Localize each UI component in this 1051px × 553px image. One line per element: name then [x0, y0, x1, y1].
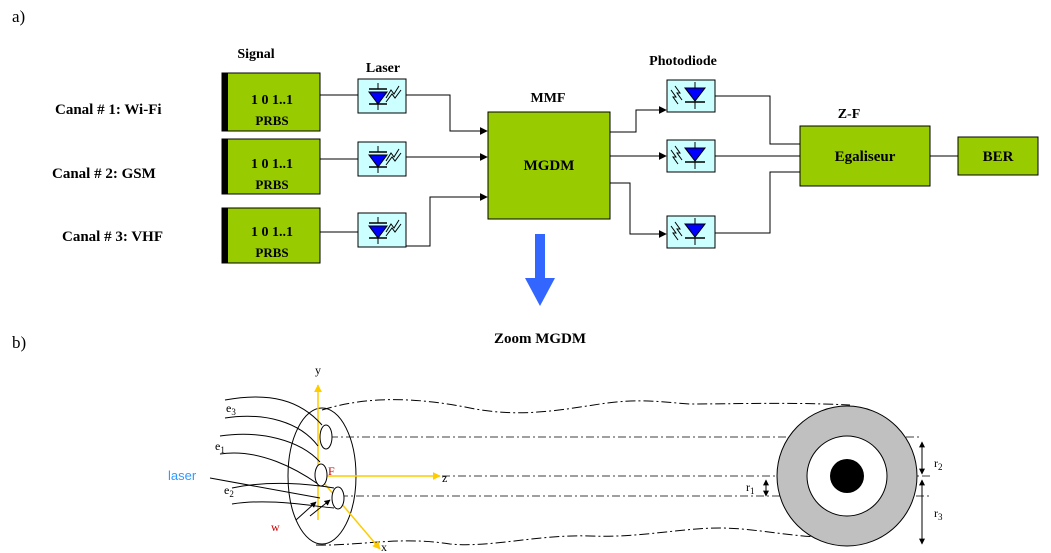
- photodiode-2-icon: [666, 139, 716, 173]
- prbs-3-bits: 1 0 1..1: [251, 225, 293, 240]
- fiber-e3-top: [224, 396, 323, 426]
- wire-diode1-eq: [715, 95, 800, 145]
- photodiode-1-icon: [666, 79, 716, 113]
- arrow-mgdm-diode3: [610, 182, 667, 238]
- photodiode-3-icon: [666, 215, 716, 249]
- x-axis: [317, 475, 381, 550]
- mgdm-block: MGDM: [487, 111, 611, 220]
- r1-label: r1: [746, 480, 755, 496]
- fiber-e3-end: [319, 424, 333, 450]
- panel-a-label: a): [12, 7, 25, 26]
- fiber-bottom-edge: [315, 527, 853, 546]
- arrow-laser1-mgdm: [406, 94, 488, 135]
- wire-diode3-eq: [715, 171, 800, 234]
- w-arrow: [295, 501, 317, 521]
- prbs-2-label: PRBS: [255, 177, 288, 192]
- y-axis-label: y: [315, 363, 321, 377]
- z-axis-label: z: [442, 471, 447, 485]
- laser-label-b: laser: [168, 468, 197, 483]
- prbs-1-label: PRBS: [255, 113, 288, 128]
- fiber-e1-bottom: [219, 452, 319, 485]
- mgdm-label: MGDM: [524, 158, 575, 174]
- fiber-top-edge: [321, 399, 851, 414]
- e3-label: e3: [226, 401, 236, 417]
- w-arrow-2: [309, 499, 331, 517]
- mmf-header: MMF: [531, 91, 566, 106]
- arrow-mgdm-diode1: [610, 106, 667, 133]
- channel-2-label: Canal # 2: GSM: [52, 166, 156, 182]
- fiber-e2-top: [231, 482, 335, 489]
- core-dot: [830, 459, 864, 493]
- prbs-1-bits: 1 0 1..1: [251, 93, 293, 108]
- equalizer-block: Egaliseur: [799, 125, 931, 187]
- r2-label: r2: [934, 456, 943, 472]
- fiber-e2-bottom: [231, 501, 335, 509]
- laser-2-icon: [357, 141, 407, 177]
- prbs-block-2: 1 0 1..1 PRBS: [221, 138, 321, 195]
- ber-block: BER: [957, 136, 1039, 176]
- channel-3-label: Canal # 3: VHF: [62, 229, 163, 245]
- e2-label: e2: [224, 483, 234, 499]
- fiber-e2-end: [331, 486, 345, 510]
- channel-1-label: Canal # 1: Wi-Fi: [55, 102, 162, 118]
- zf-header: Z-F: [838, 107, 861, 122]
- f-label: F: [328, 464, 335, 478]
- laser-beam: [209, 477, 321, 499]
- x-axis-label: x: [381, 540, 387, 553]
- equalizer-label: Egaliseur: [835, 149, 896, 165]
- fiber-e1-top: [219, 433, 321, 463]
- prbs-block-1: 1 0 1..1 PRBS: [221, 72, 321, 132]
- panel-b-label: b): [12, 333, 26, 352]
- laser-header: Laser: [366, 61, 400, 76]
- r3-label: r3: [934, 506, 943, 522]
- prbs-block-3: 1 0 1..1 PRBS: [221, 207, 321, 264]
- ber-label: BER: [983, 149, 1014, 165]
- fiber-e3-bottom: [224, 415, 319, 447]
- arrow-laser3-mgdm: [406, 193, 488, 247]
- photodiode-header: Photodiode: [649, 54, 717, 69]
- laser-3-icon: [357, 212, 407, 248]
- prbs-2-bits: 1 0 1..1: [251, 157, 293, 172]
- w-label: w: [271, 520, 280, 534]
- laser-1-icon: [357, 78, 407, 114]
- e1-label: e1: [215, 439, 225, 455]
- zoom-mgdm-label: Zoom MGDM: [494, 331, 586, 347]
- signal-header: Signal: [237, 47, 274, 62]
- zoom-arrow-icon: [525, 234, 555, 306]
- fiber-e1-end: [314, 463, 328, 487]
- prbs-3-label: PRBS: [255, 245, 288, 260]
